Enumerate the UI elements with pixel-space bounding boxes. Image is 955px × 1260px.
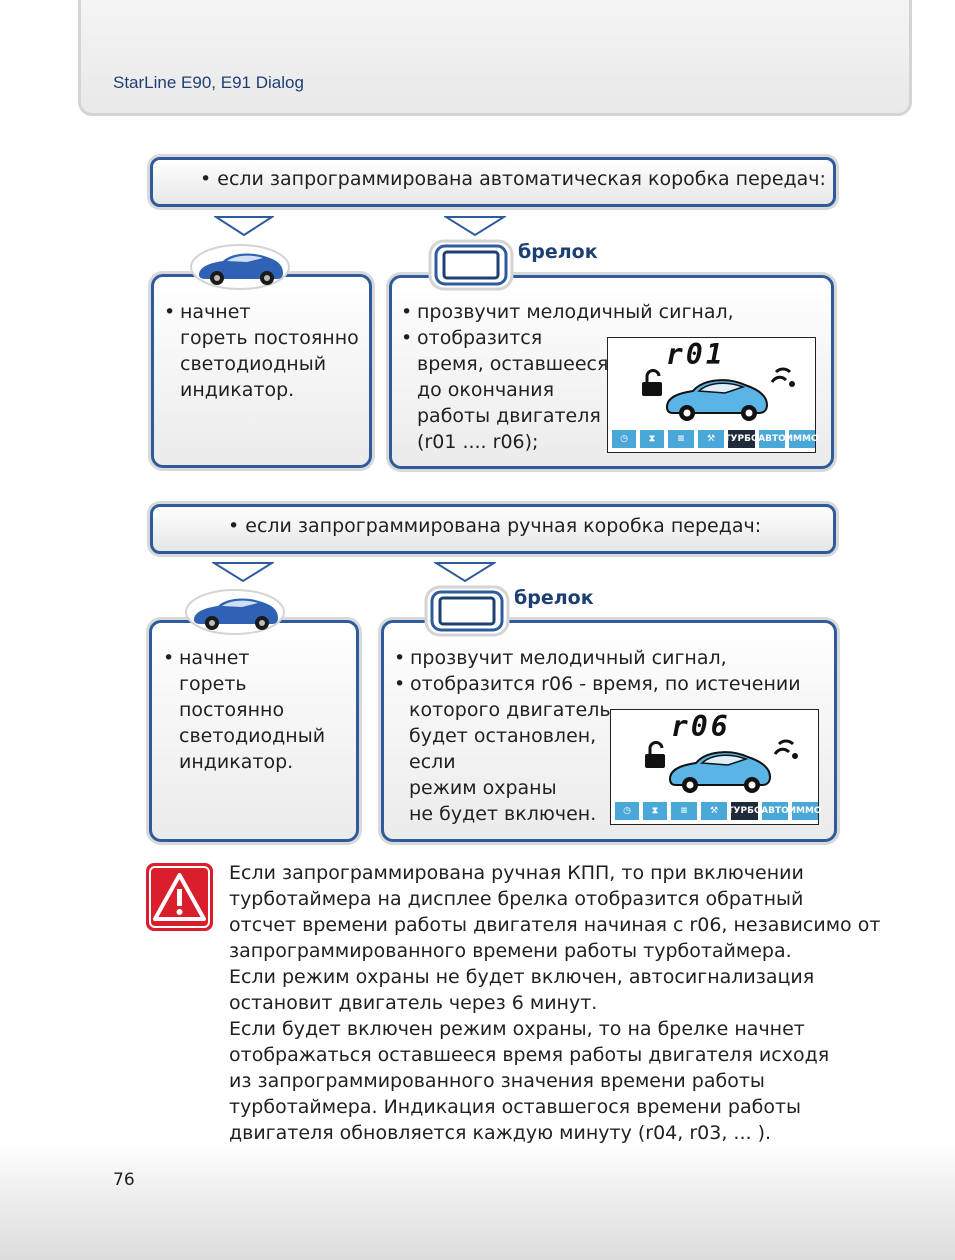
car-text-line: постоянно	[179, 699, 285, 721]
auto-icon: АВТО	[758, 430, 786, 448]
note-line: Если режим охраны не будет включен, авто…	[229, 966, 815, 988]
auto-gearbox-banner	[150, 157, 836, 207]
fob-text-line: прозвучит мелодичный сигнал,	[417, 301, 734, 323]
header-panel	[78, 0, 912, 116]
turbo-icon: ТУРБО	[727, 802, 762, 820]
manual-gearbox-banner	[150, 504, 836, 554]
note-line: отображаться оставшееся время работы дви…	[229, 1044, 830, 1066]
car-text-line: гореть	[179, 673, 247, 695]
fob-text-line: работы двигателя	[417, 405, 601, 427]
unlocked-padlock-icon	[645, 741, 665, 768]
engine-running-icon	[773, 739, 798, 759]
car-icon	[185, 589, 285, 635]
car-text-line: светодиодный	[179, 725, 326, 747]
page-bottom-gradient	[0, 1140, 955, 1260]
bullet: •	[228, 515, 246, 537]
wrench-icon: ⚒	[701, 802, 727, 820]
auto-icon: АВТО	[761, 802, 789, 820]
note-line: турботаймера на дисплее брелка отобразит…	[229, 888, 804, 910]
wrench-icon: ⚒	[698, 430, 724, 448]
car-text-line: индикатор.	[179, 751, 294, 773]
car-text-line: начнет	[179, 647, 250, 669]
lcd-icon-row: ◷ ⧗ ≡ ⚒ ТУРБО АВТО ИММО	[612, 430, 819, 448]
key-fob-icon	[424, 585, 510, 637]
car-text-line: начнет	[180, 301, 251, 323]
note-line: отсчет времени работы двигателя начиная …	[229, 914, 881, 936]
warning-sign-icon	[146, 863, 213, 931]
turbo-icon: ТУРБО	[724, 430, 759, 448]
down-arrow-icon	[214, 216, 274, 237]
hourglass-icon: ⧗	[640, 430, 664, 448]
down-arrow-icon	[212, 562, 274, 583]
car-led-box	[149, 620, 359, 842]
fob-text-line: время, оставшееся	[417, 353, 609, 375]
fob-text-line: которого двигатель	[409, 699, 611, 721]
car-text-line: гореть постоянно	[180, 327, 359, 349]
fob-label: брелок	[518, 241, 598, 263]
note-line: Если запрограммирована ручная КПП, то пр…	[229, 862, 804, 884]
heater-icon: ≡	[668, 430, 694, 448]
manual-gearbox-title: если запрограммирована ручная коробка пе…	[245, 515, 762, 537]
note-line: двигателя обновляется каждую минуту (r04…	[229, 1122, 772, 1144]
bullet: •	[164, 301, 176, 323]
fob-text-line: отобразится	[417, 327, 543, 349]
bullet: •	[200, 168, 218, 190]
heater-icon: ≡	[671, 802, 697, 820]
car-text-line: индикатор.	[180, 379, 295, 401]
bullet: •	[163, 647, 175, 669]
engine-running-icon	[770, 367, 795, 387]
fob-text-line: (r01 .... r06);	[417, 431, 539, 453]
turbo-timer-note: Если запрограммирована ручная КПП, то пр…	[229, 860, 880, 1146]
clock-icon: ◷	[612, 430, 636, 448]
lcd-icon-row: ◷ ⧗ ≡ ⚒ ТУРБО АВТО ИММО	[615, 802, 822, 820]
fob-text-line: прозвучит мелодичный сигнал,	[410, 647, 727, 669]
page-header-title: StarLine E90, E91 Dialog	[113, 73, 304, 92]
fob-text-line: будет остановлен,	[409, 725, 597, 747]
key-fob-icon	[428, 239, 514, 291]
car-icon	[665, 379, 769, 421]
fob-lcd-screen: r06 ◷ ⧗ ≡ ⚒ ТУРБО АВТО ИММО	[610, 709, 822, 825]
car-text-line: светодиодный	[180, 353, 327, 375]
fob-text-line: до окончания	[417, 379, 555, 401]
page-number: 76	[113, 1170, 135, 1190]
note-line: Если будет включен режим охраны, то на б…	[229, 1018, 805, 1040]
bullet: •	[401, 301, 413, 323]
clock-icon: ◷	[615, 802, 639, 820]
note-line: остановит двигатель через 6 минут.	[229, 992, 598, 1014]
note-line: запрограммированного времени работы турб…	[229, 940, 792, 962]
down-arrow-icon	[444, 216, 506, 237]
unlocked-padlock-icon	[642, 369, 662, 396]
lcd-timer-code: r01	[666, 338, 726, 371]
hourglass-icon: ⧗	[643, 802, 667, 820]
bullet: •	[394, 647, 406, 669]
car-icon	[668, 751, 772, 793]
bullet: •	[394, 673, 406, 695]
fob-text-line: отобразится r06 - время, по истечении	[410, 673, 801, 695]
car-led-box	[151, 274, 372, 468]
immo-icon: ИММО	[785, 430, 819, 448]
car-icon	[190, 244, 290, 290]
fob-text-line: если	[409, 751, 456, 773]
lcd-timer-code: r06	[671, 710, 731, 743]
auto-gearbox-title: если запрограммирована автоматическая ко…	[217, 168, 826, 190]
fob-text-line: не будет включен.	[409, 803, 597, 825]
bullet: •	[401, 327, 413, 349]
down-arrow-icon	[434, 562, 496, 583]
note-line: из запрограммированного значения времени…	[229, 1070, 765, 1092]
fob-label: брелок	[514, 587, 594, 609]
note-line: турботаймера. Индикация оставшегося врем…	[229, 1096, 802, 1118]
immo-icon: ИММО	[788, 802, 822, 820]
fob-text-line: режим охраны	[409, 777, 557, 799]
fob-lcd-screen: r01 ◷ ⧗ ≡ ⚒ ТУРБО АВТО ИММО	[607, 337, 819, 453]
